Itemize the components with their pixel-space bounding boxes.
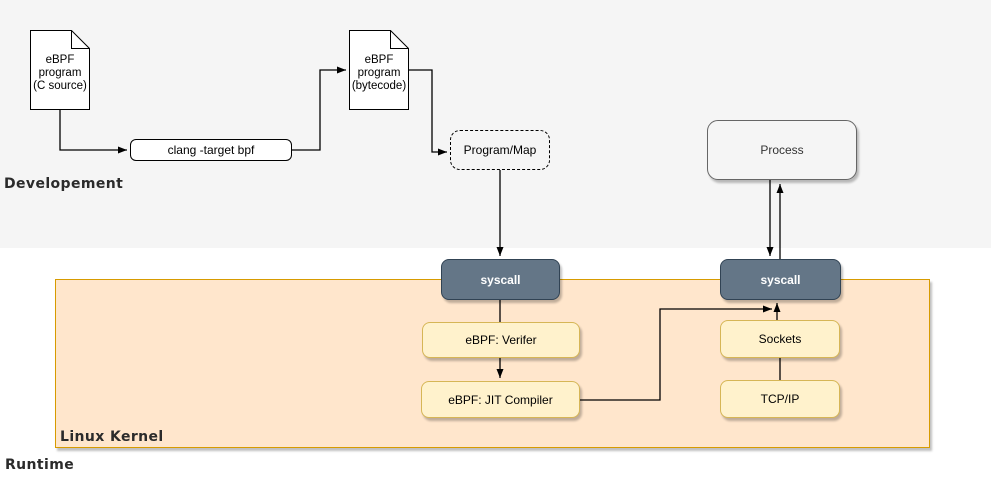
development-label: Developement <box>4 176 124 192</box>
runtime-label: Runtime <box>5 457 75 473</box>
node-ebpf-program-bytecode: eBPF program (bytecode) <box>349 30 409 110</box>
node-syscall-right: syscall <box>720 259 841 300</box>
document-label: eBPF program (bytecode) <box>349 30 409 110</box>
document-label: eBPF program (C source) <box>30 30 90 110</box>
node-clang-command: clang -target bpf <box>130 139 292 161</box>
doc-line: (bytecode) <box>351 79 407 92</box>
node-program-map: Program/Map <box>450 130 550 170</box>
linux-kernel-label: Linux Kernel <box>60 429 164 445</box>
doc-line: eBPF <box>45 53 75 66</box>
clang-label: clang -target bpf <box>167 143 255 157</box>
node-ebpf-jit-compiler: eBPF: JIT Compiler <box>421 381 580 418</box>
jit-label: eBPF: JIT Compiler <box>448 392 553 407</box>
sockets-label: Sockets <box>758 332 802 346</box>
syscall-label: syscall <box>760 272 801 287</box>
doc-line: (C source) <box>33 79 87 92</box>
program-map-label: Program/Map <box>463 143 537 157</box>
node-sockets: Sockets <box>720 320 840 358</box>
verifier-label: eBPF: Verifer <box>465 333 537 347</box>
linux-kernel-container: Linux Kernel <box>55 279 930 448</box>
document-icon <box>349 30 409 110</box>
node-syscall-left: syscall <box>441 259 560 300</box>
process-label: Process <box>760 143 804 157</box>
tcpip-label: TCP/IP <box>760 392 800 406</box>
node-ebpf-program-c-source: eBPF program (C source) <box>30 30 90 110</box>
node-process: Process <box>707 120 857 180</box>
doc-line: program <box>357 66 401 79</box>
node-tcpip: TCP/IP <box>720 380 840 418</box>
doc-line: program <box>38 66 82 79</box>
syscall-label: syscall <box>480 272 521 287</box>
document-icon <box>30 30 90 110</box>
node-ebpf-verifier: eBPF: Verifer <box>422 322 580 358</box>
doc-line: eBPF <box>364 53 394 66</box>
